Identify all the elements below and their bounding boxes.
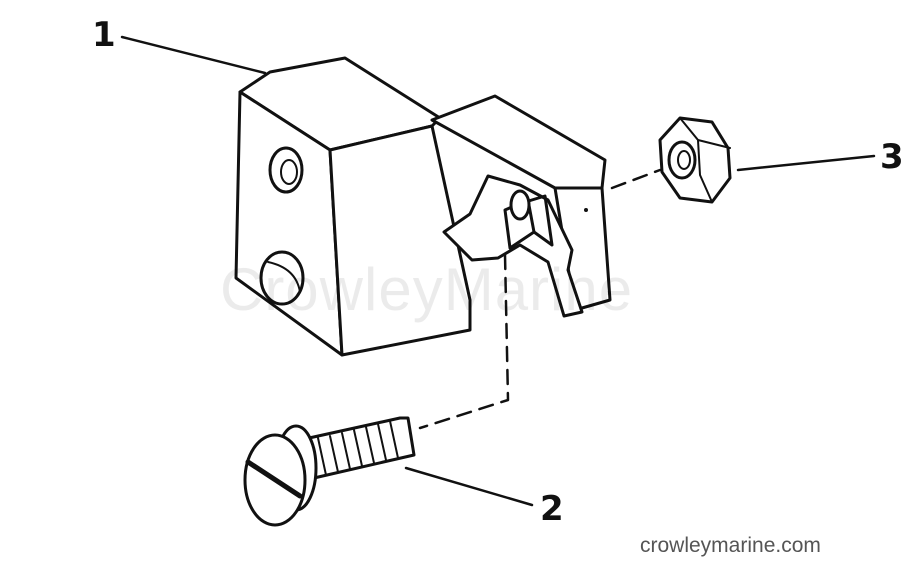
callout-number-1: 1 <box>92 15 116 55</box>
leader-line-2 <box>404 466 534 507</box>
screw <box>243 416 416 527</box>
leader-line-1 <box>120 35 267 75</box>
callout-number-2: 2 <box>540 489 564 529</box>
watermark-text: CrowleyMarine <box>220 256 634 323</box>
assembly-line-screw <box>418 253 510 430</box>
leader-lines <box>120 35 876 507</box>
hex-nut <box>658 116 732 204</box>
assembly-line-nut <box>610 168 662 190</box>
site-url: crowleymarine.com <box>640 534 821 557</box>
bracket-block <box>234 56 612 357</box>
leader-line-3 <box>736 154 876 172</box>
callout-number-3: 3 <box>880 137 904 177</box>
